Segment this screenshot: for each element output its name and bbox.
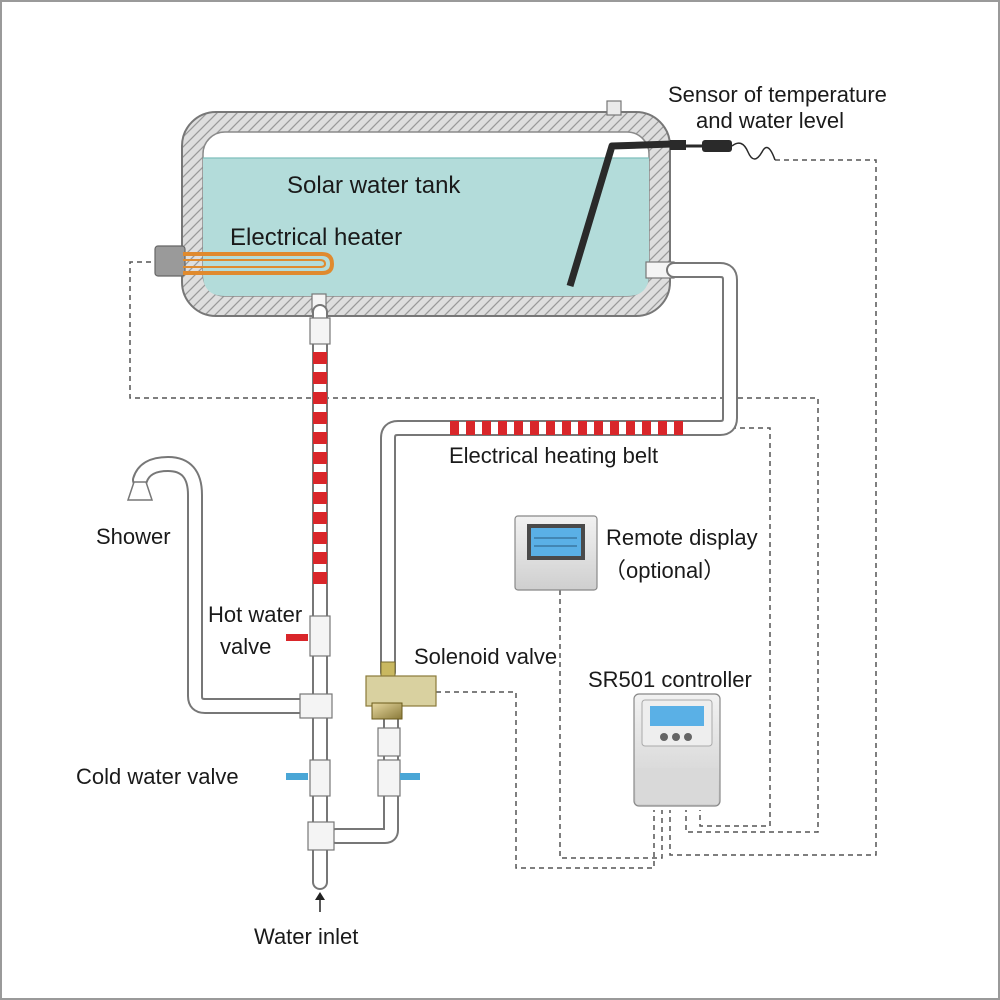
hot-water-valve-handle[interactable] <box>286 634 308 641</box>
return-valve-handle[interactable] <box>400 773 420 780</box>
heating-belt-vertical <box>313 352 327 584</box>
sensor-connector <box>702 140 732 152</box>
sensor-probe <box>566 140 673 288</box>
shower-label: Shower <box>96 524 171 549</box>
cold-water-valve-handle[interactable] <box>286 773 308 780</box>
button-icon <box>660 733 668 741</box>
sensor-label-line2: and water level <box>696 108 844 133</box>
sensor-plug <box>670 140 686 150</box>
remote-display-wire <box>559 590 663 859</box>
tank-label: Solar water tank <box>287 172 461 199</box>
sensor-wire <box>669 159 877 856</box>
lcd-screen-icon <box>650 706 704 726</box>
sensor-cable <box>731 142 776 161</box>
solenoid-wire <box>436 691 655 869</box>
heating-belt-horizontal <box>450 421 683 435</box>
pipe-joints <box>299 317 401 851</box>
button-icon <box>672 733 680 741</box>
hot-valve-label-line2: valve <box>220 634 272 659</box>
heater-flange <box>154 245 186 277</box>
solenoid-valve <box>365 661 437 720</box>
heater-label: Electrical heater <box>230 224 403 251</box>
heating-belt-label: Electrical heating belt <box>449 443 659 468</box>
button-icon <box>684 733 692 741</box>
arrow-up-icon <box>315 892 325 912</box>
solenoid-valve-label: Solenoid valve <box>414 644 558 669</box>
heater-element-inner <box>183 259 327 268</box>
electrical-heater <box>154 245 335 277</box>
heater-wire <box>129 261 819 833</box>
temperature-level-sensor <box>566 140 776 288</box>
heating-belt-wire <box>686 427 771 827</box>
remote-display-device <box>514 515 598 591</box>
cold-valve-label: Cold water valve <box>76 764 239 789</box>
remote-display-label-line2: （optional） <box>604 558 726 583</box>
water-inlet-label: Water inlet <box>254 924 359 949</box>
heater-element-outer <box>183 252 335 275</box>
tank-water <box>203 158 649 296</box>
control-wiring <box>129 159 877 869</box>
hot-valve-label-line1: Hot water <box>208 602 303 627</box>
tank-top-vent <box>606 100 622 116</box>
sr501-controller-device <box>633 693 721 807</box>
solar-water-tank <box>181 100 675 317</box>
controller-label: SR501 controller <box>588 667 752 692</box>
remote-display-label-line1: Remote display <box>606 525 758 550</box>
sensor-label-line1: Sensor of temperature <box>668 82 887 107</box>
shower-head-icon <box>126 481 154 501</box>
lcd-screen-icon <box>531 528 581 556</box>
